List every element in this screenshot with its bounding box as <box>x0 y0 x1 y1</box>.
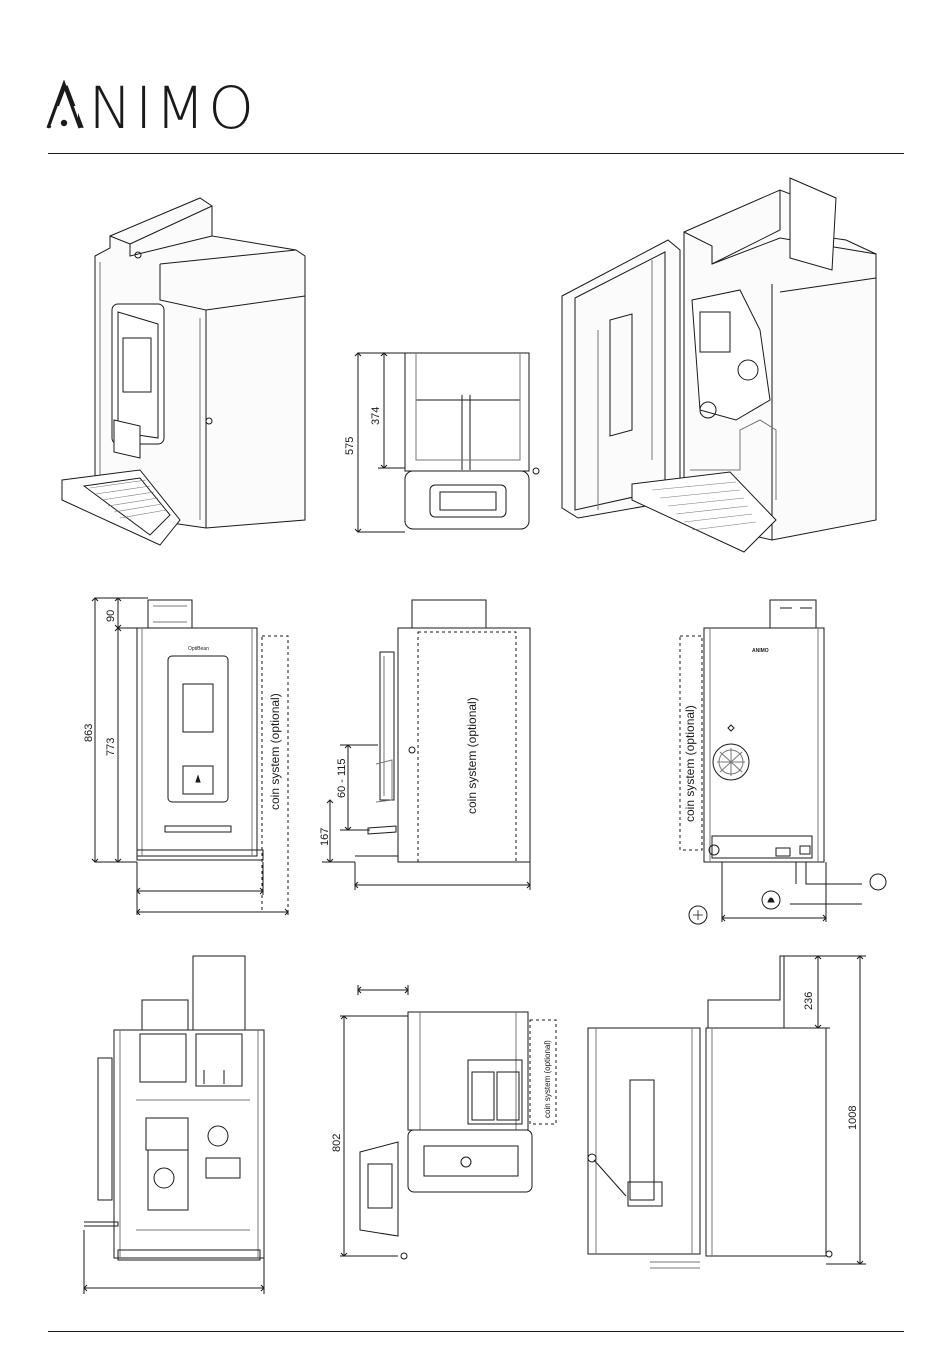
dim-802: 802 <box>331 1134 343 1152</box>
dim-1008: 1008 <box>847 1106 859 1130</box>
dim-236: 236 <box>803 992 815 1010</box>
open-front-view <box>84 956 264 1294</box>
coin-system-back: coin system (optional) <box>683 705 697 822</box>
panel-brand: OptiBean <box>188 646 209 652</box>
dim-167: 167 <box>319 828 331 846</box>
isometric-view-open <box>562 178 876 552</box>
isometric-view-closed <box>62 198 305 545</box>
dim-575: 575 <box>344 437 356 455</box>
dim-374: 374 <box>370 407 382 425</box>
dim-773: 773 <box>105 738 117 756</box>
right-view-open: 236 1008 <box>588 956 866 1268</box>
front-view: OptiBean coin system (optional) 863 773 … <box>83 598 288 915</box>
coin-system-side: coin system (optional) <box>465 697 479 814</box>
open-top-view: coin system (optional) 802 <box>331 985 556 1259</box>
top-view: 575 374 <box>344 353 539 532</box>
side-view: coin system (optional) 60 - 115 167 <box>319 600 530 890</box>
back-view: ANIMO coin system (optional) <box>680 600 886 924</box>
dim-863: 863 <box>83 724 95 742</box>
back-logo: ANIMO <box>752 648 769 654</box>
dim-90: 90 <box>105 610 117 622</box>
dim-60-115: 60 - 115 <box>336 758 348 798</box>
coin-system-small: coin system (optional) <box>543 1040 552 1118</box>
coin-system-front: coin system (optional) <box>268 693 282 810</box>
